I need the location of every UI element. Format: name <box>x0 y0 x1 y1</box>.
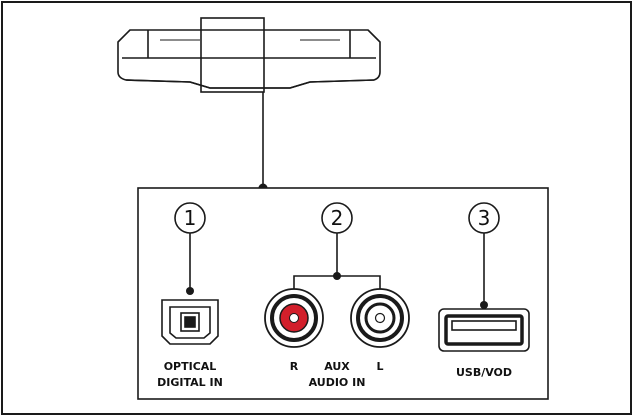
optical-label-line1: OPTICAL <box>164 360 217 373</box>
aux-label-l: L <box>376 360 383 373</box>
connector-2-aux: 2 R AUX L AUDIO IN <box>264 202 410 389</box>
aux-label-line2: AUDIO IN <box>309 376 366 389</box>
callout-3-number: 3 <box>478 206 491 230</box>
device-unit <box>117 29 381 89</box>
connector-1-optical: 1 OPTICAL DIGITAL IN <box>157 202 223 389</box>
optical-port-icon <box>161 299 219 345</box>
aux-label-r: R <box>290 360 299 373</box>
aux-label-center: AUX <box>324 360 350 373</box>
rca-left-jack-icon <box>350 288 410 348</box>
device-rear-highlight <box>200 17 265 93</box>
connector-3-usb: 3 USB/VOD <box>438 202 530 379</box>
rca-right-jack-icon <box>264 288 324 348</box>
callout-2-number: 2 <box>331 206 344 230</box>
usb-label: USB/VOD <box>456 366 512 379</box>
optical-label-line2: DIGITAL IN <box>157 376 223 389</box>
usb-port-icon <box>438 308 530 352</box>
callout-1-number: 1 <box>184 206 197 230</box>
